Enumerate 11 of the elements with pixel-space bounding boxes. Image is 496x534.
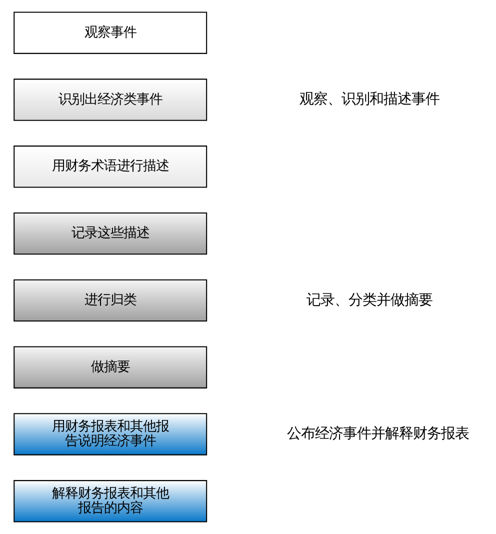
label: 观察、识别和描述事件 <box>300 92 440 108</box>
node-box: 识别出经济类事件 <box>14 78 208 121</box>
node-box: 做摘要 <box>14 346 208 388</box>
node-box: 进行归类 <box>14 279 208 322</box>
node-box: 用财务报表和其他报告说明经济事件 <box>14 413 208 456</box>
node-box: 观察事件 <box>14 12 208 54</box>
node-box: 记录这些描述 <box>14 212 208 255</box>
label: 公布经济事件并解释财务报表 <box>286 426 469 442</box>
node-box: 解释财务报表和其他报告的内容 <box>14 480 208 522</box>
label: 记录、分类并做摘要 <box>306 292 433 308</box>
node-box: 用财务术语进行描述 <box>14 146 208 188</box>
